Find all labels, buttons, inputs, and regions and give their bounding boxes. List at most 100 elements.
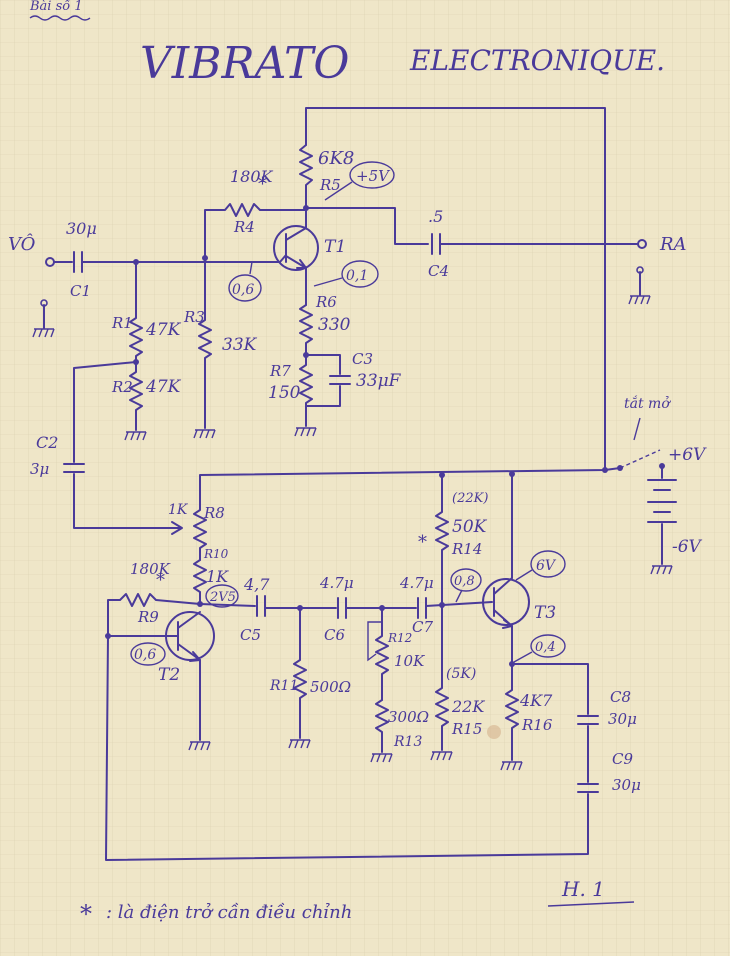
title-main: VIBRATO <box>140 38 349 89</box>
ground-symbol <box>32 328 55 338</box>
ground-symbol <box>188 741 211 751</box>
arrow-08 <box>455 589 463 603</box>
footnote-text: : là điện trở cần điều chỉnh <box>106 902 352 923</box>
r8-wiper-arrow <box>171 521 183 535</box>
voltage-bubble-01 <box>341 260 379 288</box>
ground-symbol <box>430 751 453 761</box>
wire-c3-top <box>305 354 341 375</box>
arrow-01 <box>313 277 343 287</box>
ground-symbol <box>370 753 393 763</box>
r12-value: 10K <box>394 652 425 670</box>
input-ground-node <box>40 299 48 307</box>
c2-label: C2 <box>36 433 58 452</box>
potentiometer-r12 <box>375 607 389 701</box>
r13-label: R13 <box>393 734 422 750</box>
c7-label: C7 <box>412 618 433 636</box>
arrow-06a <box>249 261 253 275</box>
wire-c7-t3 <box>425 601 493 607</box>
node <box>439 472 445 478</box>
transistor-t1 <box>273 225 319 271</box>
resistor-r15 <box>435 604 449 751</box>
title-sub: ELECTRONIQUE. <box>409 44 665 77</box>
wire-collector-c4 <box>305 207 429 245</box>
voltage-bubble-06a <box>228 274 262 302</box>
resistor-r2 <box>129 361 143 431</box>
r10-label: R10 <box>203 547 229 561</box>
c8-value: 30μ <box>608 710 637 728</box>
stage-2: C2 3μ 1K R8 R10 1K 2V5 180K * R9 T2 0,6 <box>30 361 641 861</box>
wire-c2-top <box>73 361 137 463</box>
c3-label: C3 <box>352 350 373 368</box>
voltage-6: 6V <box>536 558 557 574</box>
r11-label: R11 <box>269 678 298 694</box>
t2-label: T2 <box>158 665 180 685</box>
resistor-r14 <box>435 474 449 606</box>
r15-note: (5K) <box>446 666 476 682</box>
c3-value: 33μF <box>356 371 402 391</box>
resistor-r16 <box>505 663 519 761</box>
voltage-06a: 0,6 <box>232 282 254 298</box>
t3-label: T3 <box>534 603 556 623</box>
output-terminal <box>637 239 647 249</box>
voltage-bubble-06b <box>130 642 166 666</box>
ground-symbol <box>288 739 311 749</box>
c1-label: C1 <box>70 282 91 300</box>
wire-c8-top <box>511 663 589 715</box>
r3-value: 33K <box>222 335 258 355</box>
resistor-r6 <box>299 304 313 356</box>
voltage-bubble-6 <box>530 550 566 578</box>
paper-stain <box>487 725 501 739</box>
switch-lever <box>619 449 661 469</box>
r2-value: 47K <box>145 377 182 397</box>
corner-squiggle <box>29 15 91 21</box>
c1-value: 30μ <box>66 219 97 238</box>
r5-value: 6K8 <box>318 148 354 169</box>
r7-value: 150 <box>268 383 301 403</box>
r10-value: 1K <box>206 567 229 586</box>
arrow-04 <box>513 651 533 663</box>
t1-label: T1 <box>324 237 346 257</box>
r4-star: * <box>258 174 267 195</box>
ground-symbol <box>650 565 673 575</box>
r1-label: R1 <box>111 314 133 332</box>
voltage-plus5: +5V <box>356 167 391 185</box>
wire-top-rail <box>305 107 606 471</box>
t3-collector <box>493 577 513 595</box>
supply-minus: -6V <box>672 537 703 557</box>
corner-note: Bài số 1 <box>29 0 83 14</box>
voltage-25: 2V5 <box>209 590 236 605</box>
c4-value: .5 <box>428 207 443 226</box>
r14-label: R14 <box>451 540 482 558</box>
r14-note: (22K) <box>452 491 488 506</box>
r16-value: 4K7 <box>519 691 553 710</box>
c8-label: C8 <box>610 688 631 706</box>
arrow-plus5 <box>324 181 353 201</box>
output-ground-node <box>636 266 644 274</box>
r14-value: 50K <box>452 517 488 537</box>
resistor-r4 <box>204 203 307 259</box>
ground-symbol <box>500 761 523 771</box>
switch-arrow <box>633 417 641 441</box>
t2-collector <box>177 611 201 629</box>
r9-label: R9 <box>137 608 159 626</box>
wire-plus-rail <box>199 467 621 479</box>
figure-underline <box>547 901 635 907</box>
r15-value: 22K <box>451 697 485 716</box>
wire-c3-bottom <box>305 385 341 407</box>
resistor-r10 <box>193 559 207 605</box>
r12-label: R12 <box>387 631 412 645</box>
resistor-r13 <box>375 699 389 753</box>
transistor-t3 <box>482 578 530 626</box>
wire-feedback-loop <box>105 635 589 861</box>
r14-star: * <box>418 532 427 553</box>
resistor-r3 <box>198 257 212 429</box>
figure-label: H. 1 <box>561 877 605 901</box>
ground-symbol <box>124 431 147 441</box>
t2-emitter <box>177 643 201 661</box>
node <box>509 471 515 477</box>
resistor-r11 <box>293 607 307 739</box>
resistor-r8 <box>193 477 207 561</box>
r1-value: 47K <box>145 320 182 340</box>
r8-value: 1K <box>168 502 189 518</box>
